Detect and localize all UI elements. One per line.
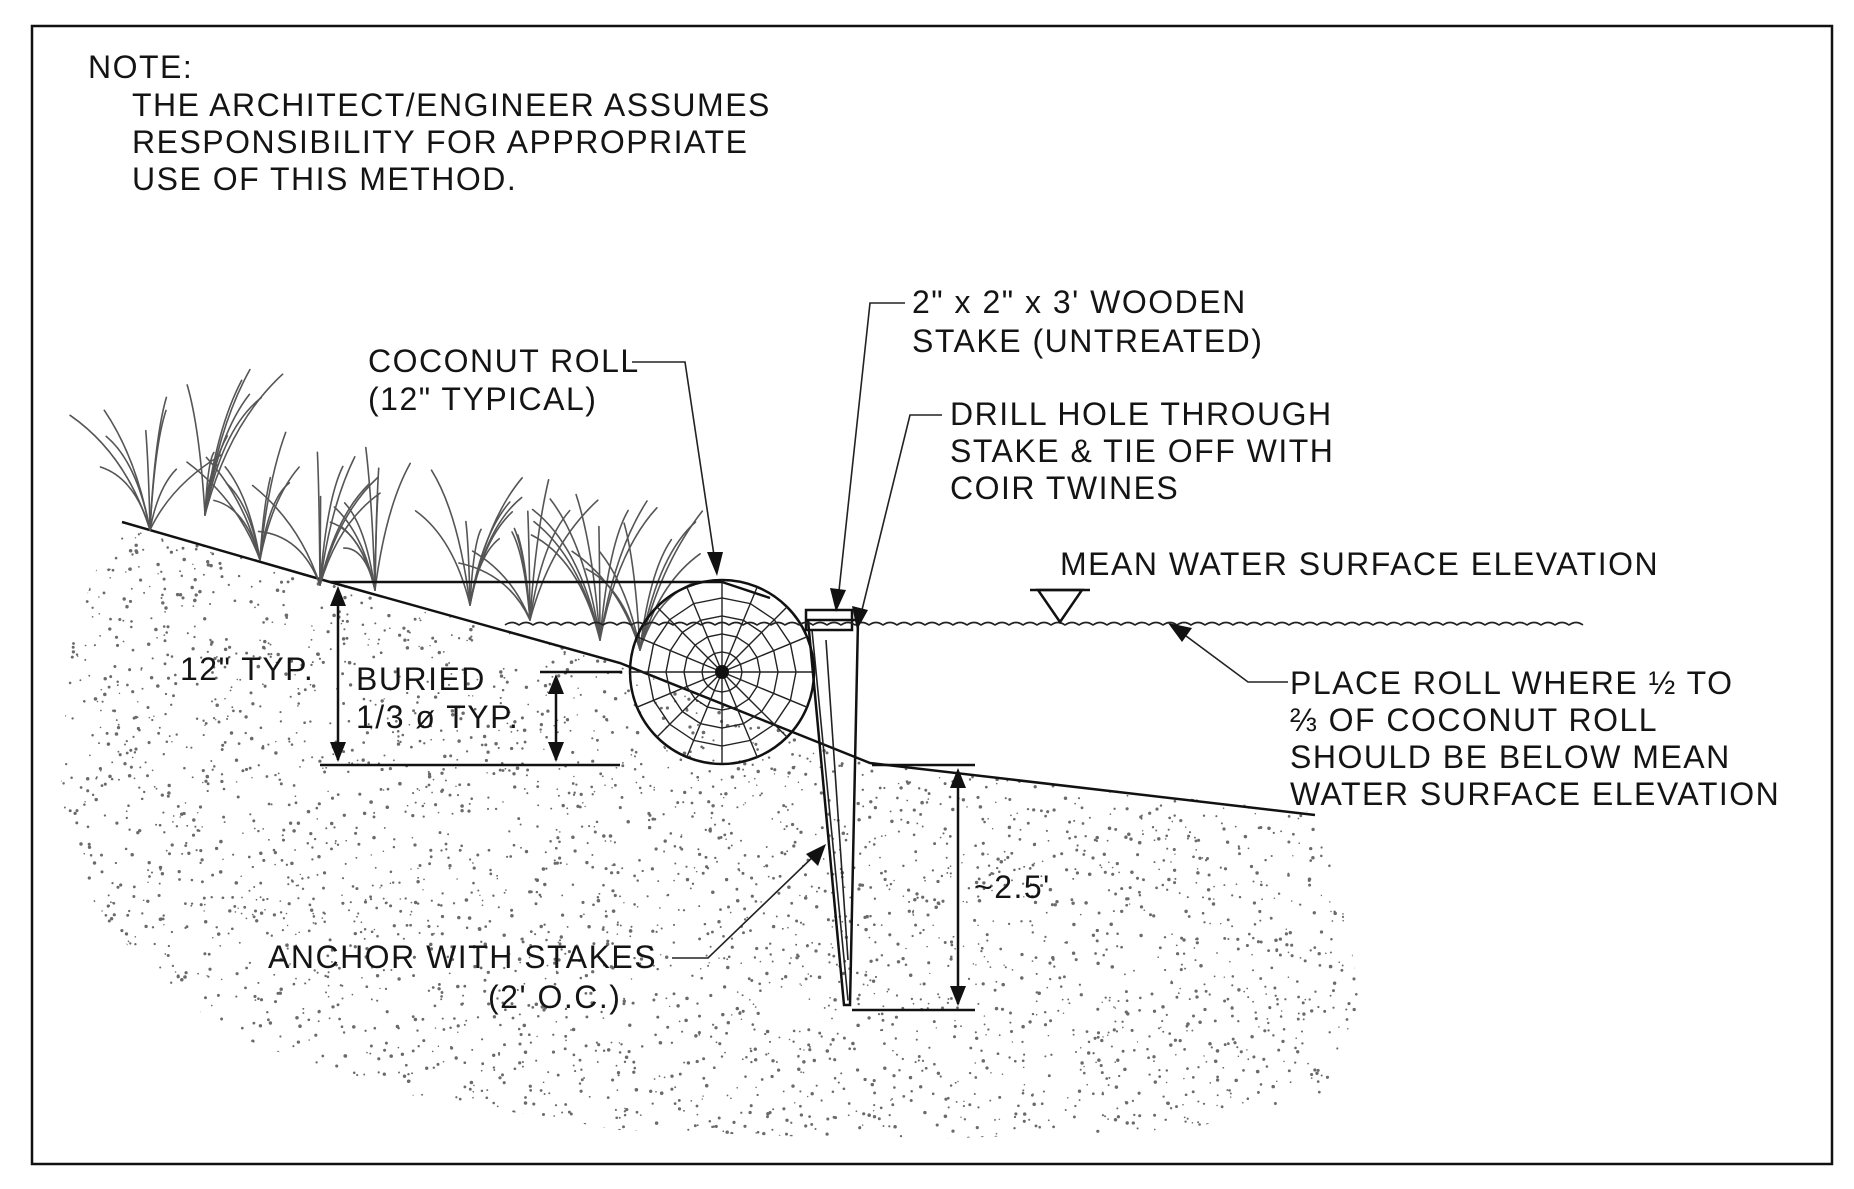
roll-top-line-2: [721, 580, 771, 600]
vegetation: [69, 368, 704, 651]
leader-coconut-roll: [632, 361, 723, 576]
leader-wooden-stake: [830, 302, 905, 612]
label-coconut-roll: COCONUT ROLL: [368, 343, 640, 379]
label-wooden-stake: 2" x 2" x 3' WOODEN: [912, 284, 1247, 320]
note-line-1: THE ARCHITECT/ENGINEER ASSUMES: [132, 87, 771, 123]
note-heading: NOTE:: [88, 49, 193, 85]
label-anchor: ANCHOR WITH STAKES: [268, 939, 657, 975]
label-drill-hole: DRILL HOLE THROUGH: [950, 396, 1333, 432]
note-line-3: USE OF THIS METHOD.: [132, 161, 517, 197]
label-drill-hole-2: STAKE & TIE OFF WITH: [950, 433, 1334, 469]
label-wooden-stake-2: STAKE (UNTREATED): [912, 323, 1263, 359]
leader-place-roll: [1168, 623, 1288, 683]
water-surface-line: [504, 621, 1584, 626]
label-buried-size: 1/3 ø TYP.: [356, 699, 519, 735]
label-place-roll-4: WATER SURFACE ELEVATION: [1290, 776, 1780, 812]
label-place-roll-1: PLACE ROLL WHERE ½ TO: [1290, 665, 1733, 701]
dim-12-typ: [320, 586, 620, 767]
label-place-roll-3: SHOULD BE BELOW MEAN: [1290, 739, 1731, 775]
ground-line: [121, 520, 1316, 817]
soil-stipple: [60, 522, 1360, 1140]
label-drill-hole-3: COIR TWINES: [950, 470, 1179, 506]
label-coconut-roll-size: (12" TYPICAL): [368, 381, 597, 417]
coconut-roll: [628, 578, 816, 766]
label-anchor-spacing: (2' O.C.): [488, 979, 621, 1015]
label-12-typ: 12" TYP.: [180, 651, 314, 687]
leader-anchor: [672, 844, 826, 959]
wooden-stake: [804, 608, 860, 1007]
leader-drill-hole: [852, 414, 942, 630]
dim-buried: [540, 670, 622, 762]
label-depth: ~2.5': [974, 869, 1051, 905]
drawing-border: [30, 24, 1834, 1166]
dim-depth: [852, 763, 975, 1012]
label-place-roll-2: ⅔ OF COCONUT ROLL: [1290, 702, 1658, 738]
label-mean-water: MEAN WATER SURFACE ELEVATION: [1060, 546, 1659, 582]
label-buried: BURIED: [356, 661, 486, 697]
water-elevation-symbol: [1035, 588, 1085, 625]
note-line-2: RESPONSIBILITY FOR APPROPRIATE: [132, 124, 748, 160]
